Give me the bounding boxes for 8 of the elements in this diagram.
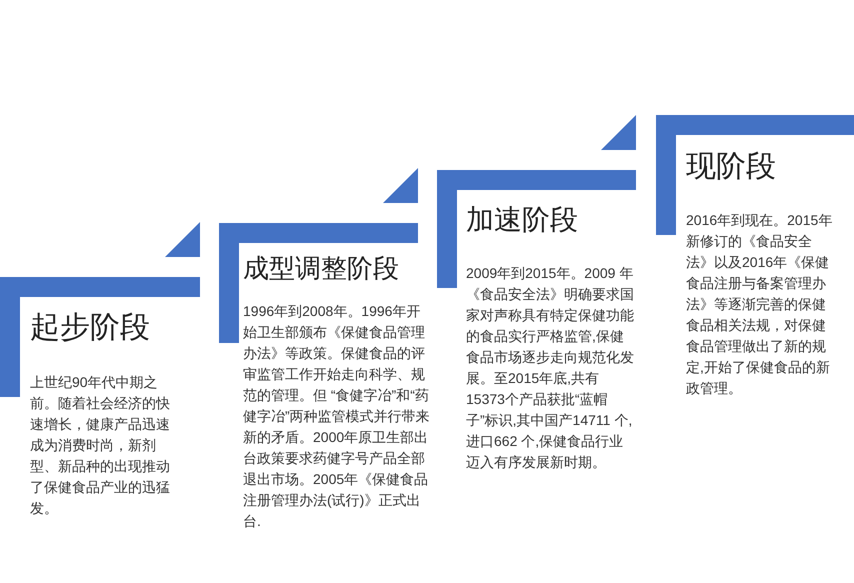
stage-description: 1996年到2008年。1996年开始卫生部颁布《保健食品管理办法》等政策。保健食品的评审监管工作开始走向科学、规范的管理。但 “食健字冶”和“药健字冶”两种监管模式并行带来新的矛盾。2000年原卫生部出台政策要求药健字号产品全部退出市场。2005年《保健食品注册管理办法(试行)》正式出台. [243,302,431,531]
stage-heading: 成型调整阶段 [243,254,399,286]
stage-heading: 起步阶段 [30,310,150,346]
stage-heading: 加速阶段 [466,203,578,237]
stage-description: 2016年到现在。2015年新修订的《食品安全法》以及2016年《保健食品注册与备案管理办法》等逐渐完善的保健食品相关法规，对保健食品管理做出了新的规定,开始了保健食品的新政管理。 [686,211,834,398]
stage-description: 上世纪90年代中期之前。随着社会经济的快速增长，健康产品迅速成为消费时尚，新剂型、新品种的出现推动了保健食品产业的迅猛发。 [30,373,171,518]
stage-heading: 现阶段 [686,149,776,185]
stage-description: 2009年到2015年。2009 年《食品安全法》明确要求国家对声称具有特定保健功能的食品实行严格监管,保健食品市场逐步走向规范化发展。至2015年底,共有15373个产品获批“蓝帽子”标识,其中国产14711 个,进口662 个,保健食品行业迈入有序发展新时期。 [466,264,635,472]
